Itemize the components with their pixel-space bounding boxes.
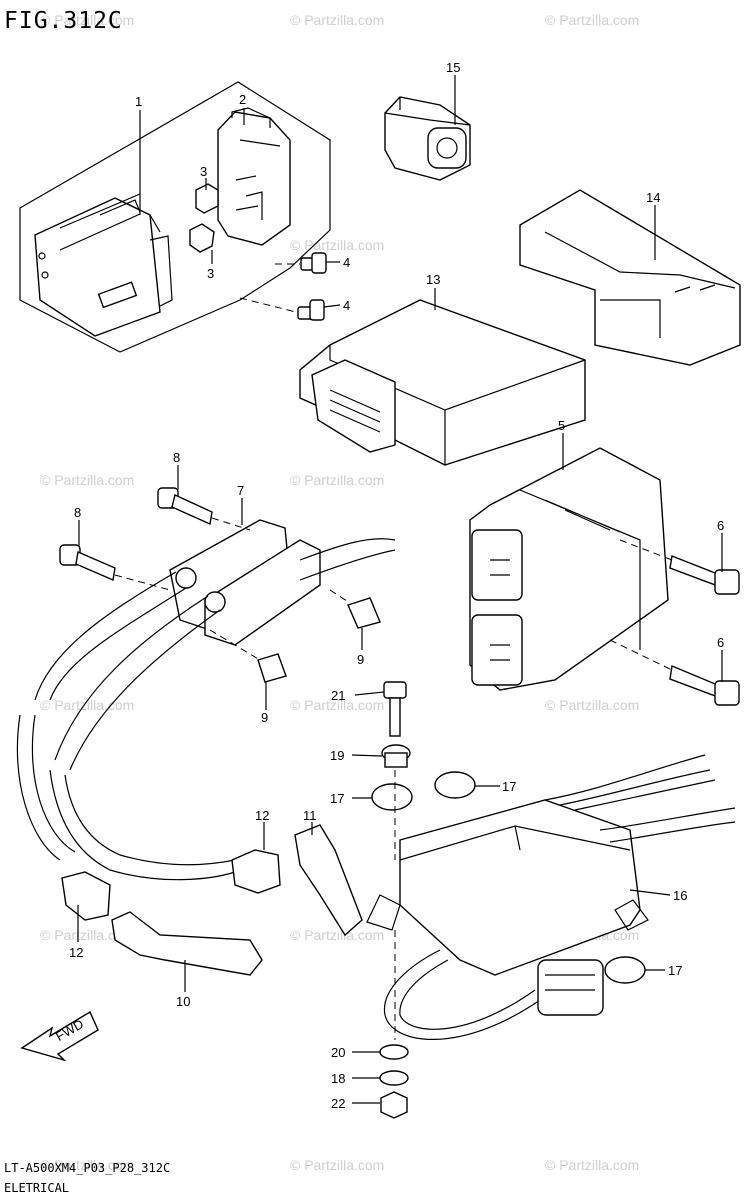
part-12-cap[interactable] — [61, 849, 281, 921]
callout-leaders — [77, 75, 723, 1104]
callout-1: 1 — [135, 94, 142, 109]
watermark: © Partzilla.com — [290, 697, 384, 713]
callout-17: 17 — [668, 963, 682, 978]
watermark: © Partzilla.com — [40, 927, 134, 943]
callout-9: 9 — [357, 652, 364, 667]
callout-numbers: 1 2 3 3 4 4 5 6 6 7 8 8 9 9 10 11 12 12 … — [69, 60, 724, 1111]
callout-4: 4 — [343, 255, 350, 270]
part-17-grommet[interactable] — [371, 771, 646, 984]
callout-10: 10 — [176, 994, 190, 1009]
part-9-collar[interactable] — [209, 589, 381, 683]
callout-5: 5 — [558, 418, 565, 433]
part-15-coupler[interactable] — [384, 96, 471, 181]
part-21-bolt[interactable] — [383, 681, 407, 1040]
part-1-relay-box-group[interactable] — [19, 81, 331, 353]
callout-12: 12 — [69, 945, 83, 960]
part-22-nut[interactable] — [380, 1091, 408, 1119]
watermark: © Partzilla.com — [40, 697, 134, 713]
callout-9: 9 — [261, 710, 268, 725]
callout-19: 19 — [330, 748, 344, 763]
part-2-relay-cover[interactable] — [217, 107, 291, 246]
section-name: ELETRICAL — [4, 1181, 69, 1195]
part-11-plug-cap[interactable] — [294, 824, 363, 937]
watermark: © Partzilla.com — [40, 12, 134, 28]
watermark: © Partzilla.com — [290, 12, 384, 28]
callout-14: 14 — [646, 190, 660, 205]
watermark: © Partzilla.com — [290, 1157, 384, 1173]
callout-16: 16 — [673, 888, 687, 903]
callout-3: 3 — [200, 164, 207, 179]
callout-20: 20 — [331, 1045, 345, 1060]
part-14-holder[interactable] — [519, 189, 741, 366]
part-20-washer[interactable] — [379, 1044, 409, 1060]
watermark: © Partzilla.com — [40, 1157, 134, 1173]
callout-22: 22 — [331, 1096, 345, 1111]
callout-8: 8 — [173, 450, 180, 465]
figure-title: FIG.312C — [4, 8, 123, 34]
callout-18: 18 — [331, 1071, 345, 1086]
part-16-ignitor-unit[interactable] — [366, 754, 736, 1040]
watermark: © Partzilla.com — [545, 697, 639, 713]
watermark: © Partzilla.com — [290, 927, 384, 943]
callout-8: 8 — [74, 505, 81, 520]
part-5-regulator-rectifier[interactable] — [469, 447, 669, 691]
callout-17: 17 — [502, 779, 516, 794]
part-8-bolt[interactable] — [59, 487, 251, 591]
watermark: © Partzilla.com — [545, 12, 639, 28]
part-13-ecm[interactable] — [299, 299, 586, 466]
callout-13: 13 — [426, 272, 440, 287]
callout-11: 11 — [303, 808, 317, 823]
watermark: © Partzilla.com — [545, 1157, 639, 1173]
callout-6: 6 — [717, 518, 724, 533]
part-7-ignition-coil[interactable] — [34, 519, 396, 771]
part-6-bolt[interactable] — [609, 539, 740, 706]
part-19-collar[interactable] — [381, 744, 411, 768]
callout-4: 4 — [343, 298, 350, 313]
part-10-plug-cap[interactable] — [111, 911, 263, 976]
part-3-fuse[interactable] — [189, 183, 219, 253]
part-4-screw[interactable] — [239, 252, 327, 321]
forward-direction-arrow: FWD — [20, 1010, 99, 1062]
callout-15: 15 — [446, 60, 460, 75]
watermark: © Partzilla.com — [290, 237, 384, 253]
drawing-code: LT-A500XM4_P03_P28_312C — [4, 1161, 170, 1175]
high-tension-lead — [16, 714, 236, 881]
callout-7: 7 — [237, 483, 244, 498]
callout-2: 2 — [239, 92, 246, 107]
callout-21: 21 — [331, 688, 345, 703]
part-18-washer[interactable] — [379, 1070, 409, 1086]
watermark: © Partzilla.com — [290, 472, 384, 488]
callout-6: 6 — [717, 635, 724, 650]
callout-3: 3 — [207, 266, 214, 281]
callout-12: 12 — [255, 808, 269, 823]
callout-17: 17 — [330, 791, 344, 806]
watermark: © Partzilla.com — [40, 472, 134, 488]
